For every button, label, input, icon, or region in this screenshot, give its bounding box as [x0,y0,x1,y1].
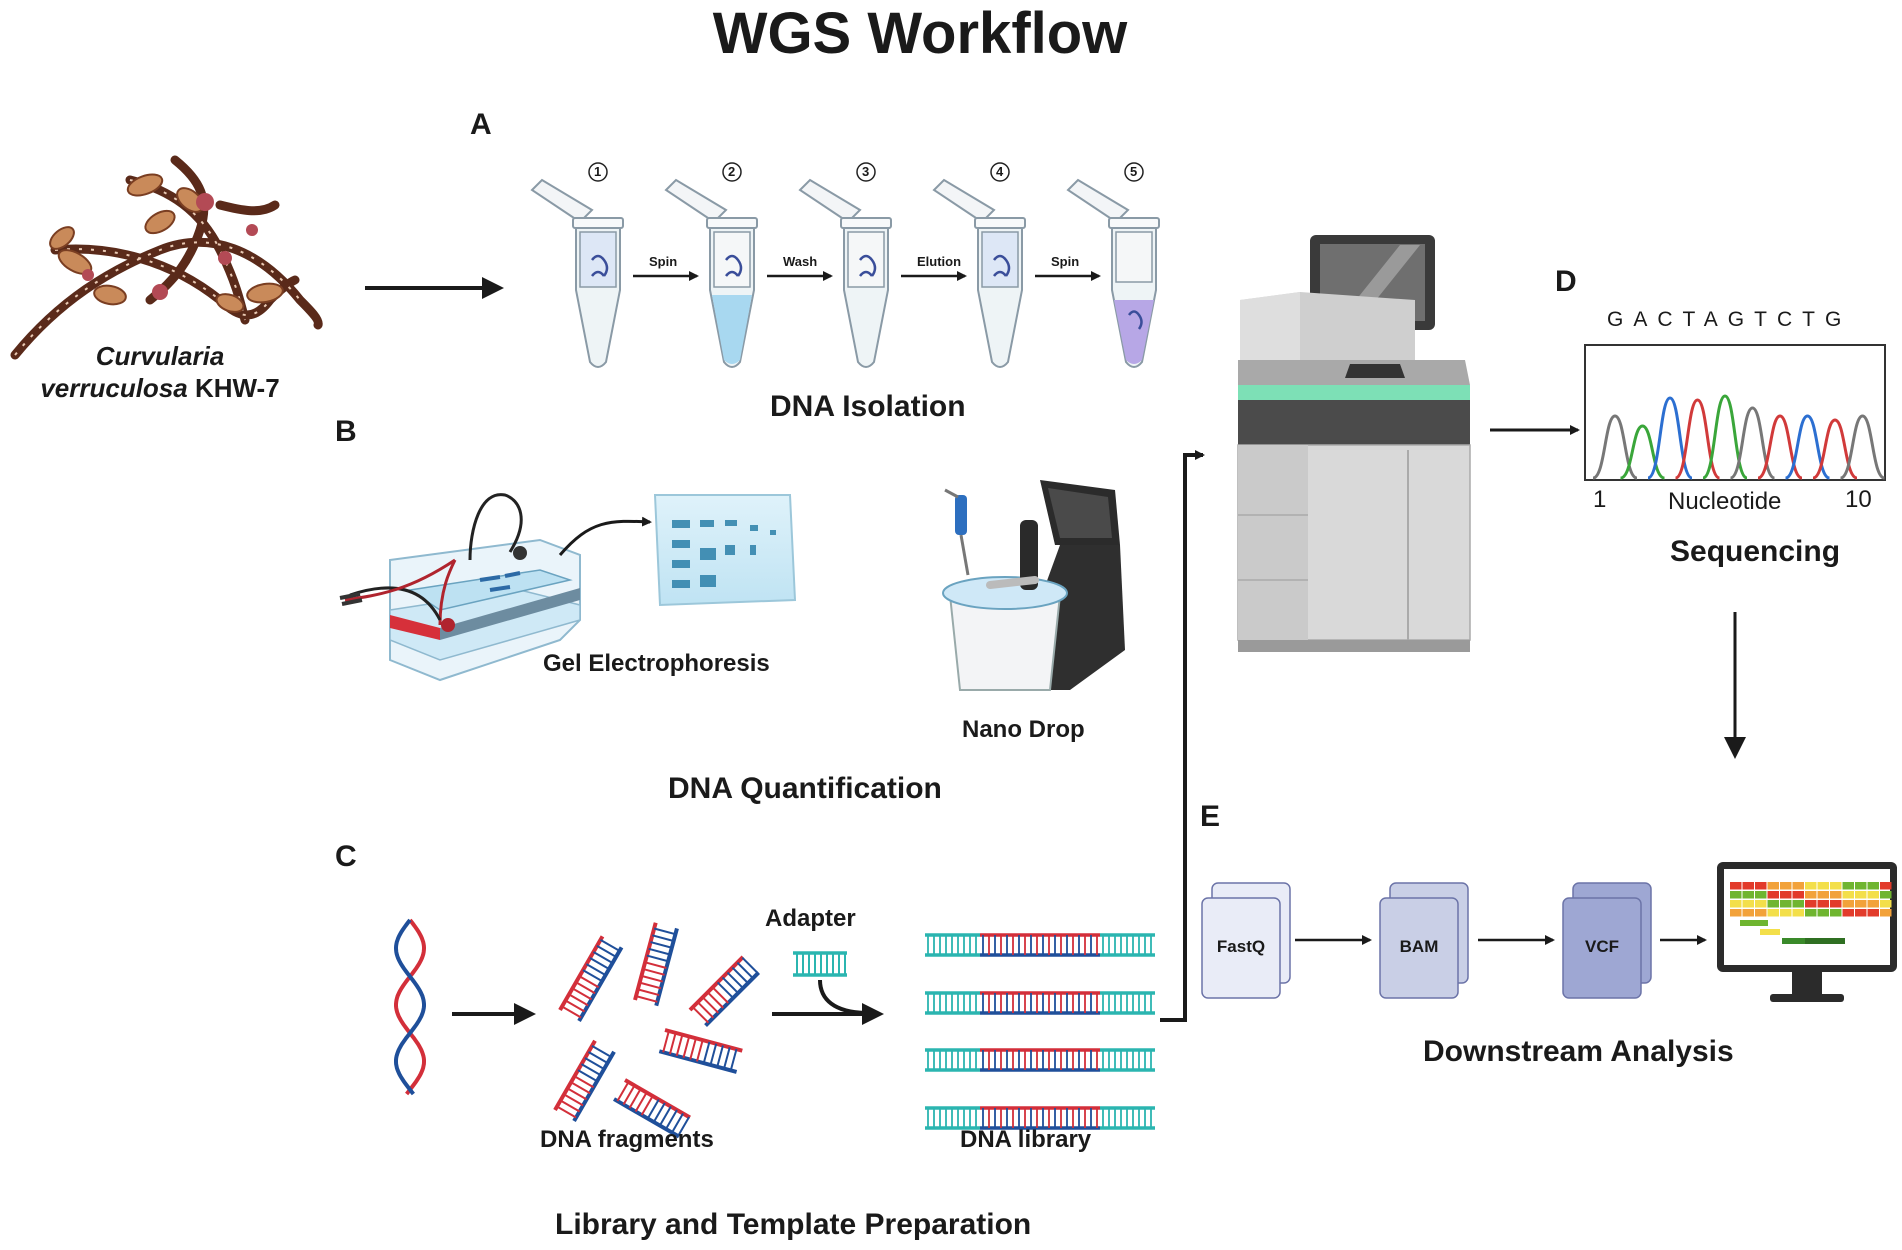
peak-G [1839,414,1886,480]
nano-drop-label: Nano Drop [962,716,1085,743]
tube-number-label: 2 [728,164,736,179]
dna-double-helix [393,918,427,1096]
computer-monitor [1717,862,1897,1002]
file-label-vcf: VCF [1585,937,1619,956]
adapter-label: Adapter [765,905,856,932]
adapter-illustration [793,951,847,977]
downstream-analysis-title: Downstream Analysis [1423,1035,1734,1068]
tube-number-label: 1 [594,164,602,179]
axis-start-label: 1 [1593,486,1607,513]
file-stack-bam [1379,882,1469,999]
spin-column-tubes [530,178,1160,368]
panel-e-letter: E [1200,800,1221,833]
chromatogram-frame [1584,344,1886,481]
step-label: Spin [1051,254,1080,269]
chromatogram-peaks [1592,394,1886,480]
spin-tube-4 [932,178,1026,368]
organism-genus: Curvularia [95,341,225,371]
panel-a-letter: A [470,108,492,141]
dna-quantification-title: DNA Quantification [668,772,942,805]
tube-number-circle [990,162,1010,182]
organism-strain: KHW-7 [194,373,280,403]
spin-tube-3 [798,178,892,368]
gel-electrophoresis-label: Gel Electrophoresis [543,650,770,677]
variant-heatmap [1730,882,1892,944]
file-stack-fastq [1201,882,1291,999]
organism-species: verruculosa [40,373,188,403]
dna-fragments-label: DNA fragments [540,1126,714,1153]
panel-d-letter: D [1555,265,1577,298]
gel-image [653,494,797,607]
dna-fragment [688,955,761,1027]
adapter-join-curve [818,979,866,1015]
page-title: WGS Workflow [712,1,1128,66]
sequencer-instrument [1237,235,1471,652]
tube-number-circle [722,162,742,182]
tube-number-label: 3 [862,164,870,179]
library-fragment [925,933,1155,957]
spin-tube-2 [664,178,758,368]
sequence-letters: GACTAGTCTG [1607,308,1852,331]
tube-number-label: 4 [996,164,1004,179]
file-stack-vcf [1562,882,1652,999]
axis-end-label: 10 [1845,486,1872,513]
step-label: Spin [649,254,678,269]
tube-number-label: 5 [1130,164,1138,179]
tube-number-circle [856,162,876,182]
file-label-bam: BAM [1399,937,1439,956]
dna-fragment [658,1028,743,1074]
gel-electrophoresis-box [339,493,581,682]
spin-tube-5 [1066,178,1160,368]
dna-fragment [553,1039,616,1122]
dna-fragment [613,1078,691,1139]
fungus-illustration [10,155,323,360]
dna-isolation-title: DNA Isolation [770,390,966,423]
dna-fragments [553,922,761,1139]
panel-b-letter: B [335,415,357,448]
analysis-file-stacks [1201,882,1652,999]
dna-fragment [633,922,679,1007]
library-preparation-title: Library and Template Preparation [555,1208,1032,1241]
tube-number-circle [1124,162,1144,182]
file-label-fastq: FastQ [1216,937,1266,956]
step-label: Wash [783,254,818,269]
organism-label: Curvularia verruculosa KHW-7 [30,340,290,404]
library-fragment [925,1048,1155,1072]
library-fragment [925,991,1155,1015]
library-fragment [925,1106,1155,1130]
dna-library-label: DNA library [960,1126,1092,1153]
step-label: Elution [917,254,962,269]
tube-number-circle [588,162,608,182]
axis-label: Nucleotide [1668,488,1782,515]
dna-fragment [558,935,624,1022]
peak-A [1619,424,1666,480]
dna-library [925,933,1155,1130]
sequencing-title: Sequencing [1670,535,1841,568]
tube-number-circles [588,162,1144,182]
arrow-library-to-sequencer [1160,450,1205,1022]
panel-c-letter: C [335,840,357,873]
spin-tube-1 [530,178,624,368]
nanodrop-instrument [942,480,1125,691]
arrow-gel-to-image [558,516,652,556]
